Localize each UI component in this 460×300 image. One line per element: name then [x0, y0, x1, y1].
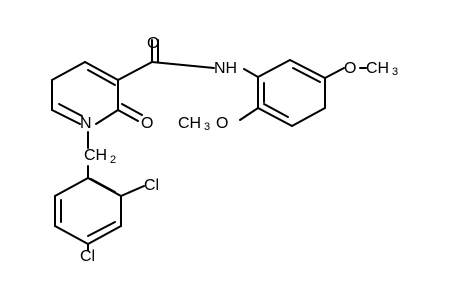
ring-oxygen-label: O	[141, 115, 153, 132]
bond-ring2-3	[54, 225, 89, 245]
bond-carbonyl-nh	[151, 61, 215, 69]
bond-ring2-4-double	[87, 221, 116, 237]
chloro-ortho-label: Cl	[144, 177, 159, 194]
bond-ring-top-left	[51, 61, 86, 81]
chloro-para-label: Cl	[80, 248, 95, 265]
pyridinone-nitrogen-label: N	[80, 115, 92, 132]
bond-ring-left-to-n	[51, 109, 81, 125]
bond-c2-oxygen	[117, 109, 139, 122]
bond-c2-oxygen-double	[121, 103, 143, 116]
carbonyl-oxygen-label: O	[147, 35, 159, 52]
benzyl-carbon-subscript: 2	[110, 154, 116, 166]
benzyl-carbon-label: CH	[84, 147, 107, 164]
bond-aryl-5-double	[263, 103, 289, 118]
bond-aryl-2-double	[292, 67, 321, 83]
bond-ring-top-right-double	[87, 69, 116, 86]
bond-ring2-6-double	[90, 178, 116, 193]
bond-ring2-4	[87, 225, 122, 245]
methoxy-left-carbon-label: CH	[178, 115, 201, 132]
bond-c3-carbonyl	[117, 61, 153, 81]
bond-nh-aryl	[243, 68, 259, 78]
bond-ring2-cl-ortho	[120, 185, 145, 197]
bond-ring-left-double	[58, 103, 83, 117]
bond-ring-top-right	[84, 61, 119, 81]
bond-aryl-1	[257, 59, 291, 78]
methoxy-top-carbon-label: CH	[366, 60, 389, 77]
methoxy-left-carbon-subscript: 3	[204, 121, 210, 133]
bond-aryl-methoxy-left	[239, 107, 259, 121]
methoxy-left-oxygen-label: O	[216, 115, 228, 132]
bond-aryl-4	[291, 107, 326, 127]
bond-ring2-1	[54, 177, 89, 197]
bond-aryl-methoxy-top	[324, 67, 345, 79]
amide-nh-label: NH	[214, 60, 237, 77]
methoxy-top-carbon-subscript: 3	[392, 66, 398, 78]
bond-aryl-5	[257, 107, 293, 127]
methoxy-top-oxygen-label: O	[344, 60, 356, 77]
bond-aryl-2	[289, 59, 326, 79]
bond-n-to-c2	[95, 109, 119, 125]
